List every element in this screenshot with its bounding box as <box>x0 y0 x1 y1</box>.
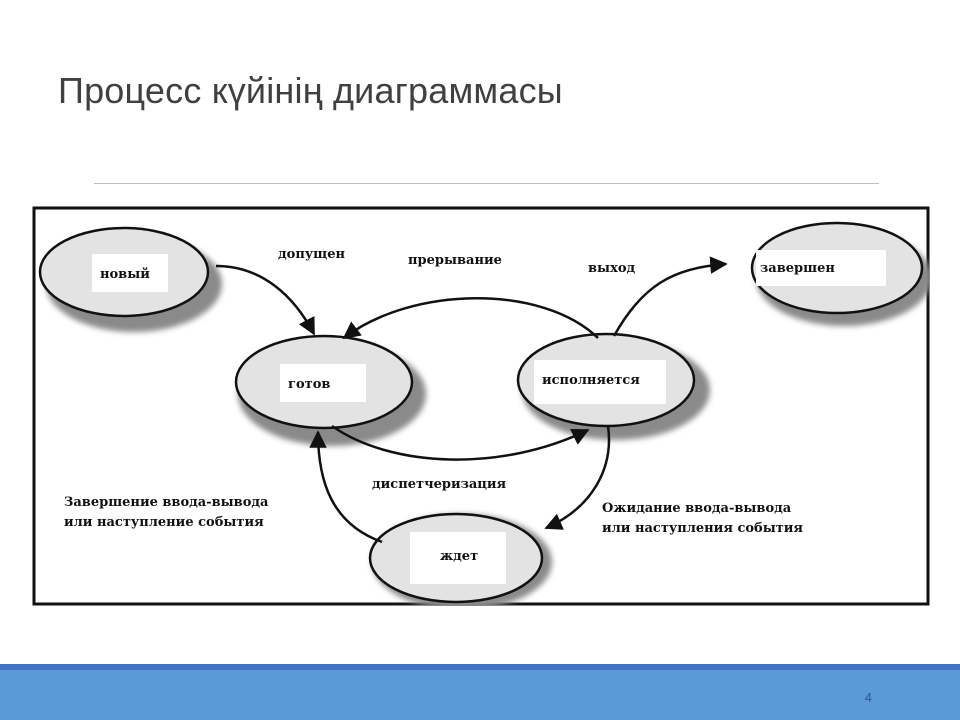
label-exit: выход <box>588 261 635 276</box>
label-admitted: допущен <box>278 247 346 262</box>
label-io-wait-line1: Ожидание ввода-вывода <box>602 501 792 516</box>
footer-bar <box>0 670 960 720</box>
footer-accent-bar <box>0 664 960 670</box>
state-waiting: ждет <box>368 512 552 606</box>
slide-title: Процесс күйінің диаграммасы <box>58 70 563 111</box>
state-running-label: исполняется <box>542 373 640 388</box>
page-number: 4 <box>864 690 872 705</box>
state-new: новый <box>38 226 222 332</box>
arrow-io-wait <box>544 425 611 530</box>
state-waiting-label: ждет <box>440 549 478 564</box>
label-io-wait-line2: или наступления события <box>602 521 803 536</box>
state-terminated: завершен <box>750 221 930 326</box>
arrow-dispatch <box>331 424 590 461</box>
state-ready-label: готов <box>288 377 330 392</box>
arrow-admitted <box>215 264 316 336</box>
state-ready: готов <box>234 334 426 446</box>
process-state-diagram: новый завершен готов исполняется ждет до… <box>32 206 930 606</box>
state-new-label: новый <box>100 267 150 282</box>
label-io-done-line1: Завершение ввода-вывода <box>64 495 269 510</box>
label-interrupt: прерывание <box>408 253 502 268</box>
label-dispatch: диспетчеризация <box>372 477 507 492</box>
state-running: исполняется <box>516 332 710 440</box>
arrow-exit <box>612 256 728 337</box>
title-divider <box>94 183 879 184</box>
arrow-io-done <box>309 430 383 544</box>
arrow-interrupt <box>342 297 599 340</box>
label-io-done-line2: или наступление события <box>64 515 264 530</box>
state-terminated-label: завершен <box>760 261 835 276</box>
